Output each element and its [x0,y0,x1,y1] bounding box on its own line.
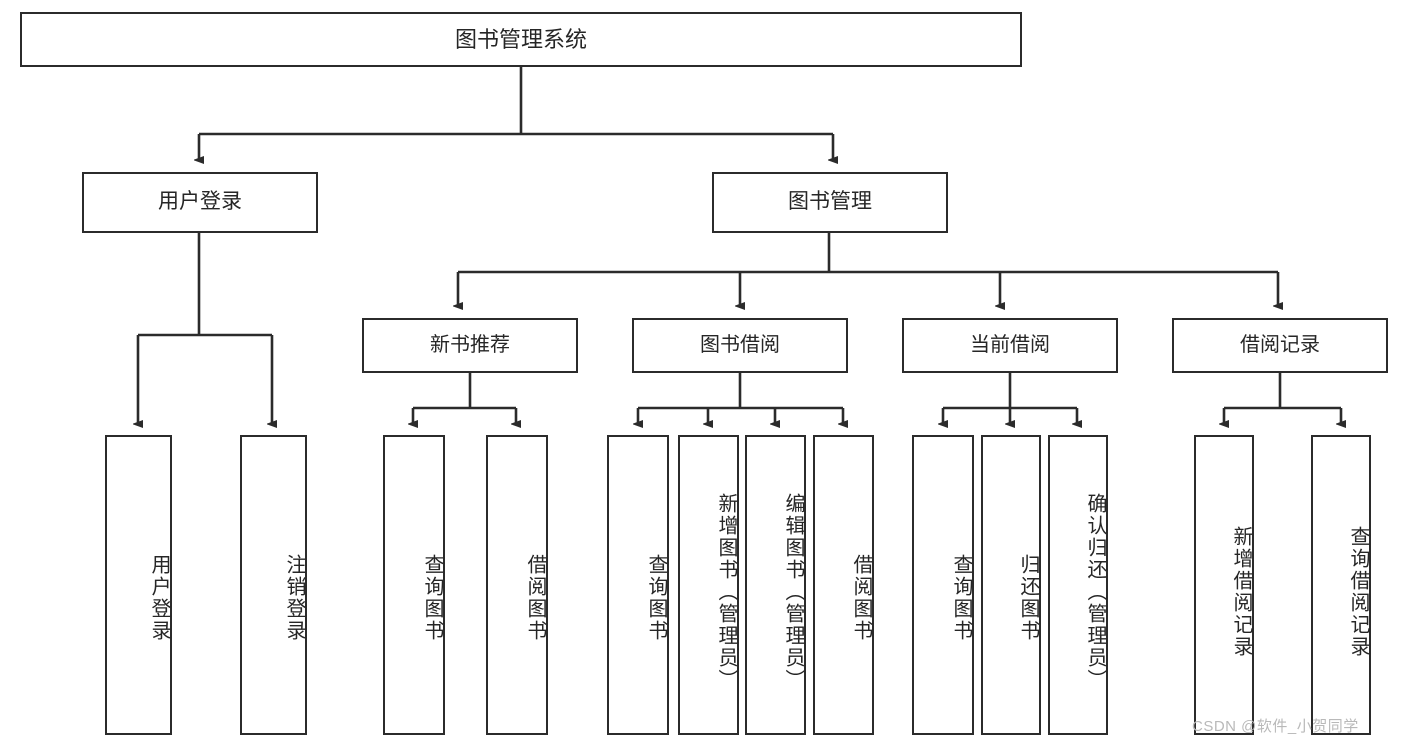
leaf-book-borrow-edit[interactable]: 编辑图书（管理员） [745,435,806,735]
leaf-book-borrow-query[interactable]: 查询图书 [607,435,669,735]
node-book-borrow[interactable]: 图书借阅 [632,318,848,373]
leaf-user-login-login[interactable]: 用户登录 [105,435,172,735]
watermark-text: CSDN @软件_小贺同学 [1192,718,1359,735]
leaf-new-book-borrow[interactable]: 借阅图书 [486,435,548,735]
leaf-current-borrow-return[interactable]: 归还图书 [981,435,1041,735]
leaf-book-borrow-borrow[interactable]: 借阅图书 [813,435,874,735]
node-book-management[interactable]: 图书管理 [712,172,948,233]
node-borrow-record[interactable]: 借阅记录 [1172,318,1388,373]
leaf-borrow-record-query[interactable]: 查询借阅记录 [1311,435,1371,735]
leaf-current-borrow-query[interactable]: 查询图书 [912,435,974,735]
node-root[interactable]: 图书管理系统 [20,12,1022,67]
node-new-book-recommend[interactable]: 新书推荐 [362,318,578,373]
leaf-user-login-logout[interactable]: 注销登录 [240,435,307,735]
leaf-new-book-query[interactable]: 查询图书 [383,435,445,735]
leaf-book-borrow-add[interactable]: 新增图书（管理员） [678,435,739,735]
node-current-borrow[interactable]: 当前借阅 [902,318,1118,373]
leaf-current-borrow-confirm-return[interactable]: 确认归还（管理员） [1048,435,1108,735]
leaf-borrow-record-add[interactable]: 新增借阅记录 [1194,435,1254,735]
node-user-login[interactable]: 用户登录 [82,172,318,233]
